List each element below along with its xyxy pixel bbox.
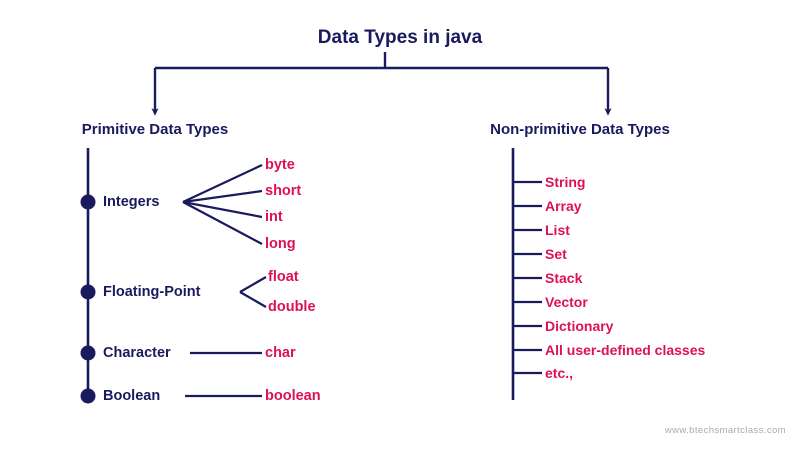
leaf-short: short [265, 183, 302, 199]
integers-fan [182, 164, 263, 245]
branch-heading-primitive: Primitive Data Types [81, 121, 229, 138]
leaf-char: char [265, 345, 296, 361]
nonprimitive-item-set: Set [545, 246, 567, 262]
nonprimitive-item-list: List [545, 222, 570, 238]
leaf-byte: byte [265, 157, 295, 173]
page-title: Data Types in java [317, 27, 483, 48]
watermark: www.btechsmartclass.com [664, 425, 786, 436]
leaf-float: float [268, 269, 299, 285]
nonprimitive-ticks [513, 180, 542, 375]
node-integers: Integers [103, 194, 160, 210]
leaf-double: double [268, 299, 316, 315]
nonprimitive-item-array: Array [545, 198, 582, 214]
node-character: Character [103, 345, 171, 361]
root-connector [151, 52, 612, 116]
node-floating-point: Floating-Point [103, 284, 201, 300]
nonprimitive-item-stack: Stack [545, 270, 583, 286]
nonprimitive-item-etc: etc., [545, 365, 574, 381]
floating-point-fan [239, 276, 267, 308]
nonprimitive-item-user-defined-classes: All user-defined classes [545, 342, 706, 358]
leaf-long: long [265, 236, 296, 252]
nonprimitive-item-vector: Vector [545, 294, 588, 310]
primitive-bullets [80, 194, 96, 404]
branch-heading-nonprimitive: Non-primitive Data Types [490, 121, 670, 138]
leaf-boolean: boolean [265, 388, 321, 404]
leaf-int: int [265, 209, 283, 225]
nonprimitive-item-string: String [545, 174, 586, 190]
nonprimitive-item-dictionary: Dictionary [545, 318, 614, 334]
node-boolean: Boolean [103, 388, 161, 404]
